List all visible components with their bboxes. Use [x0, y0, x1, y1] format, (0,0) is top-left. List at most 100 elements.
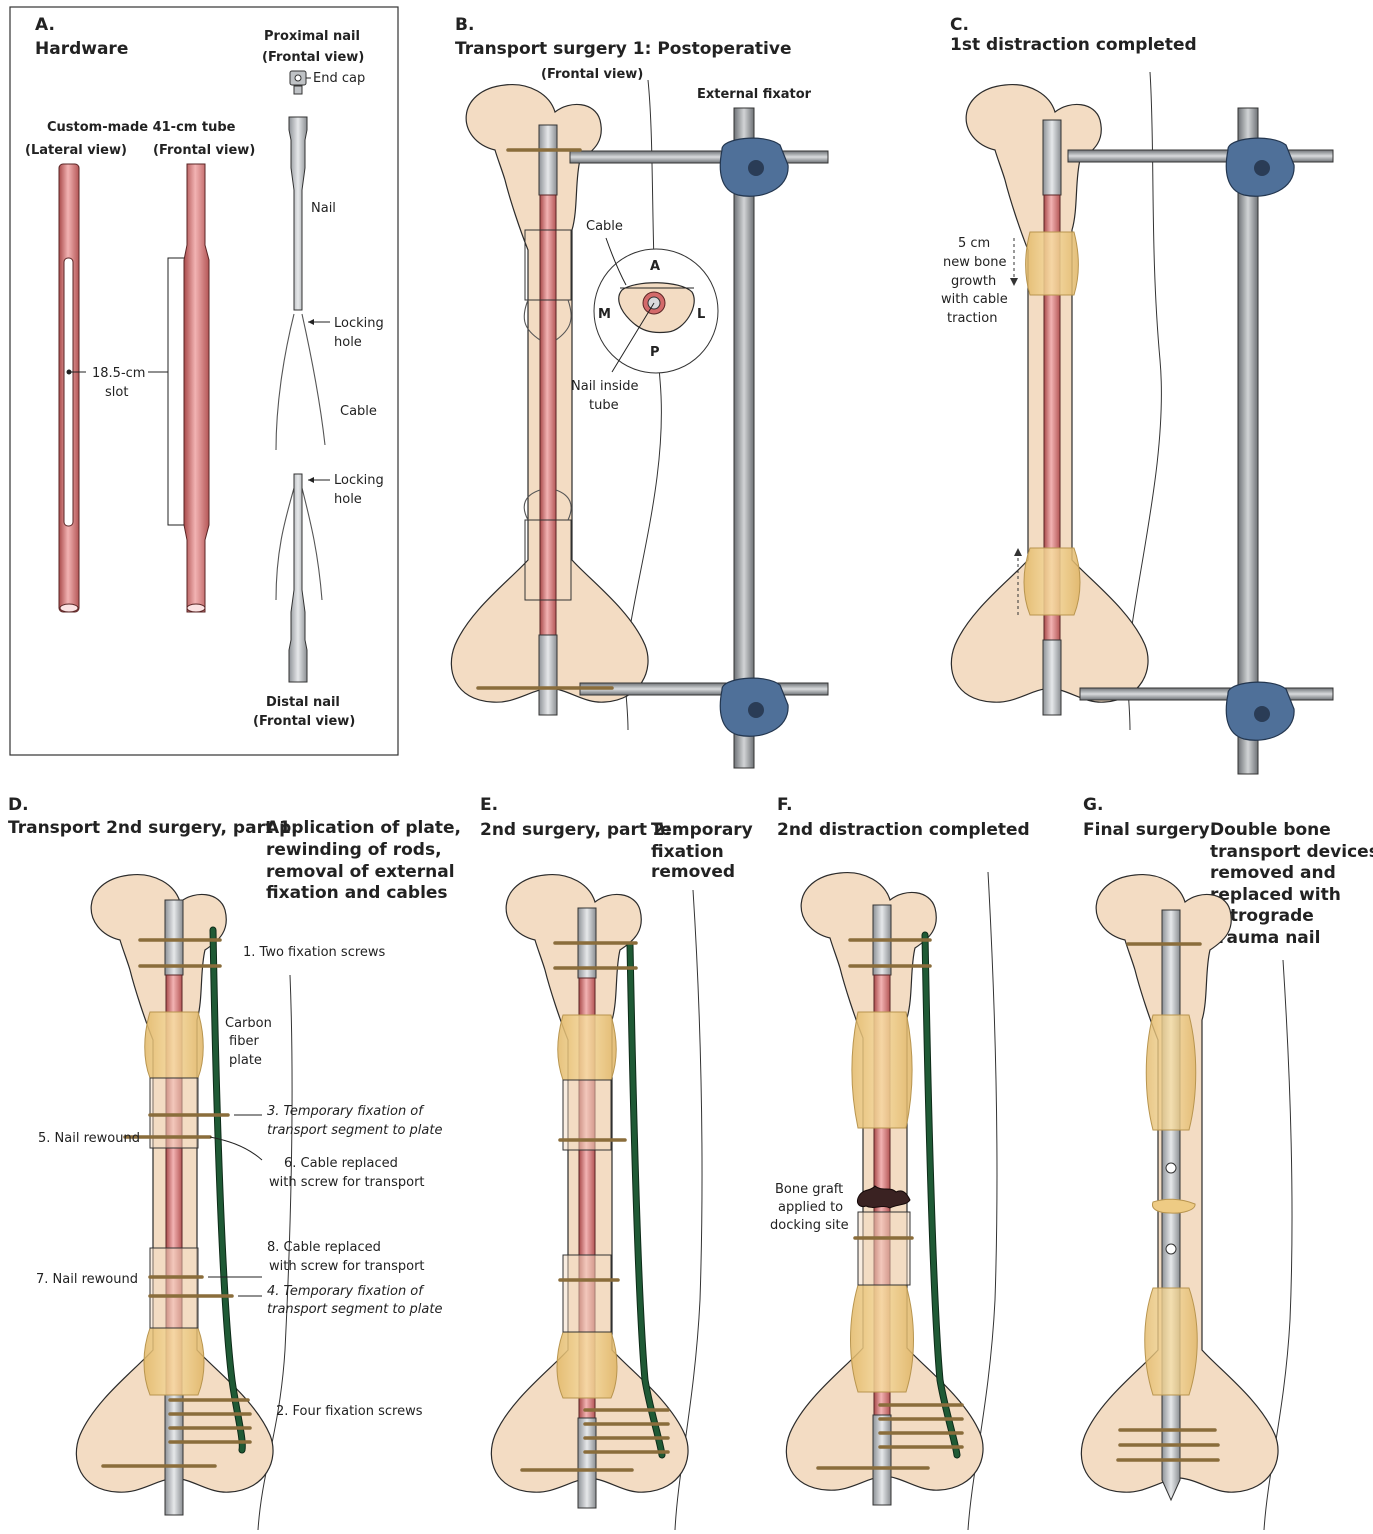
note-7: 7. Nail rewound — [36, 1272, 138, 1287]
panel-d-title-r3: removal of external — [266, 862, 455, 882]
panel-a-letter: A. — [35, 15, 55, 35]
panel-b-distal-nail — [539, 635, 557, 715]
end-cap-label: End cap — [313, 71, 365, 86]
nail-label: Nail — [311, 201, 336, 216]
note-8b: with screw for transport — [269, 1259, 425, 1274]
note-6b: with screw for transport — [269, 1175, 425, 1190]
panel-e-new-bone-lower — [557, 1332, 617, 1398]
panel-g-title-r1: Double bone — [1210, 820, 1331, 840]
panel-g: G. Final surgery: Double bone transport … — [1081, 795, 1373, 1530]
panel-e-new-bone-upper — [558, 1015, 617, 1080]
note-2: 2. Four fixation screws — [276, 1404, 423, 1419]
panel-e: E. 2nd surgery, part 2: Temporary fixati… — [480, 795, 753, 1530]
panel-f-distal-nail — [873, 1415, 891, 1505]
frontal-view-label: (Frontal view) — [153, 143, 255, 158]
tube-lateral-end — [60, 604, 78, 612]
panel-g-letter: G. — [1083, 795, 1103, 815]
panel-g-new-bone-upper — [1146, 1015, 1196, 1130]
growth-label-5: traction — [947, 311, 997, 326]
panel-f-letter: F. — [777, 795, 793, 815]
distal-cable-right — [302, 488, 322, 600]
panel-c-upper-clamp-bolt — [1254, 160, 1270, 176]
panel-c-title: 1st distraction completed — [950, 35, 1197, 55]
panel-e-distal-nail — [578, 1418, 596, 1508]
panel-e-title-r3: removed — [651, 862, 735, 882]
panel-c-lower-clamp-bolt — [1254, 706, 1270, 722]
panel-g-title-left: Final surgery: — [1083, 820, 1216, 840]
panel-d-proximal-nail — [165, 900, 183, 975]
fixator-vertical-rod — [734, 108, 754, 768]
distal-nail-label-2: (Frontal view) — [253, 714, 355, 729]
growth-label-3: growth — [951, 274, 996, 289]
note-5: 5. Nail rewound — [38, 1131, 140, 1146]
nail-inside-label-2: tube — [589, 398, 619, 413]
fixator-lower-clamp-bolt — [748, 702, 764, 718]
locking-hole-2-arrowhead — [308, 477, 314, 483]
panel-d-letter: D. — [8, 795, 29, 815]
orientation-p: P — [650, 345, 660, 360]
panel-b: B. Transport surgery 1: Postoperative (F… — [451, 15, 828, 768]
panel-c-arrow-up-head — [1014, 548, 1022, 556]
panel-e-title-left: 2nd surgery, part 2: — [480, 820, 672, 840]
panel-b-proximal-nail — [539, 125, 557, 195]
panel-d-distal-segment — [150, 1248, 198, 1328]
panel-c-distal-nail — [1043, 640, 1061, 715]
panel-f-new-bone-upper — [852, 1012, 912, 1128]
locking-hole-1-arrowhead — [308, 319, 314, 325]
distal-nail-label-1: Distal nail — [266, 695, 340, 710]
proximal-nail — [289, 117, 307, 310]
panel-g-locking-hole-1 — [1166, 1163, 1176, 1173]
fixator-upper-bar — [570, 151, 828, 163]
panel-a-title: Hardware — [35, 39, 128, 59]
proximal-cable-left — [276, 314, 294, 450]
locking-hole-1-label-b: hole — [334, 335, 362, 350]
panel-b-letter: B. — [455, 15, 474, 35]
note-4b: transport segment to plate — [267, 1302, 442, 1317]
plate-label-1: Carbon — [225, 1016, 272, 1031]
slot-label-1: 18.5-cm — [92, 366, 145, 381]
panel-c: C. 1st distraction completed 5 cm new bo… — [941, 15, 1333, 774]
slot-label-2: slot — [105, 385, 128, 400]
panel-c-arrow-down-head — [1010, 278, 1018, 286]
panel-c-proximal-nail — [1043, 120, 1061, 195]
panel-c-new-bone-lower — [1024, 548, 1080, 615]
panel-d-new-bone-upper — [145, 1012, 204, 1078]
slot-bracket — [168, 258, 184, 525]
panel-d-title-r4: fixation and cables — [266, 883, 448, 903]
panel-b-tube — [540, 195, 556, 635]
growth-label-1: 5 cm — [958, 236, 990, 251]
locking-hole-2-label-b: hole — [334, 492, 362, 507]
panel-c-fixator-rod — [1238, 108, 1258, 774]
graft-label-1: Bone graft — [775, 1182, 843, 1197]
panel-g-new-bone-lower — [1145, 1288, 1198, 1395]
locking-hole-1-label-a: Locking — [334, 316, 384, 331]
panel-b-title: Transport surgery 1: Postoperative — [455, 39, 792, 59]
slot-leader-dot — [67, 370, 72, 375]
panel-e-distal-segment — [563, 1255, 611, 1332]
proximal-cable-right — [302, 314, 325, 445]
tube-frontal-end — [187, 604, 205, 612]
note-3a: 3. Temporary fixation of — [267, 1104, 425, 1119]
proximal-nail-label-1: Proximal nail — [264, 29, 360, 44]
plate-label-3: plate — [229, 1053, 262, 1068]
orientation-l: L — [697, 307, 705, 322]
panel-a: A. Hardware Custom-made 41-cm tube (Late… — [10, 7, 398, 755]
panel-g-locking-hole-2 — [1166, 1244, 1176, 1254]
panel-g-title-r3: removed and — [1210, 863, 1336, 883]
distal-nail — [289, 474, 307, 682]
tube-caption: Custom-made 41-cm tube — [47, 120, 236, 135]
panel-d-title-left: Transport 2nd surgery, part 1: — [8, 818, 298, 838]
panel-c-new-bone-upper — [1026, 232, 1079, 295]
panel-f-new-bone-lower — [851, 1285, 914, 1392]
nail-inside-label-1: Nail inside — [571, 379, 639, 394]
panel-f-distal-segment — [858, 1212, 910, 1285]
cable-label: Cable — [340, 404, 377, 419]
note-8a: 8. Cable replaced — [267, 1240, 381, 1255]
distal-cable-left — [276, 488, 294, 600]
panel-f: F. 2nd distraction completed Bone graft … — [770, 795, 1030, 1530]
panel-f-title: 2nd distraction completed — [777, 820, 1030, 840]
panel-b-frontal-view: (Frontal view) — [541, 67, 643, 82]
growth-label-4: with cable — [941, 292, 1008, 307]
panel-e-title-r1: Temporary — [651, 820, 753, 840]
